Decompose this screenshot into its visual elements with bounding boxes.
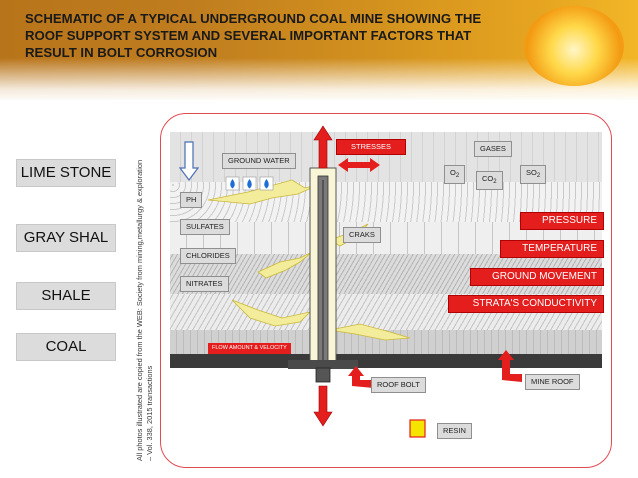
label-chlorides: CHLORIDES <box>180 248 236 264</box>
strata-label-shale: SHALE <box>16 282 116 310</box>
crack-bottom <box>329 323 411 341</box>
label-ground-movement: GROUND MOVEMENT <box>470 268 604 286</box>
label-gas-o2: O2 <box>444 165 466 184</box>
arrow-roof-bolt <box>348 366 374 388</box>
mine-roof-surface <box>170 354 602 368</box>
label-nitrates: NITRATES <box>180 276 229 292</box>
label-strata-conductivity: STRATA'S CONDUCTIVITY <box>448 295 604 313</box>
bearing-plate <box>288 360 358 369</box>
label-roof-bolt: ROOF BOLT <box>371 377 426 393</box>
crack-lower <box>231 299 312 327</box>
label-flow-amount-velocity: FLOW AMOUNT & VELOCITY <box>208 343 291 354</box>
bolt-head <box>315 367 331 383</box>
label-pressure: PRESSURE <box>520 212 604 230</box>
label-gas-so2: SO2 <box>520 165 547 184</box>
water-drops <box>225 176 274 191</box>
crack-middle <box>257 251 313 279</box>
resin-swatch <box>409 419 426 438</box>
strata-label-coal: COAL <box>16 333 116 361</box>
label-craks: CRAKS <box>343 227 381 243</box>
arrow-stress-up <box>313 125 333 169</box>
strata-label-lime-stone: LIME STONE <box>16 159 116 187</box>
label-mine-roof: MINE ROOF <box>525 374 580 390</box>
label-sulfates: SULFATES <box>180 219 230 235</box>
label-resin: RESIN <box>437 423 472 439</box>
label-gas-co2: CO2 <box>476 171 503 190</box>
sun-hands-graphic <box>524 6 624 86</box>
label-stresses: STRESSES <box>336 139 407 155</box>
label-ph: PH <box>180 192 203 208</box>
arrow-ground-water <box>178 141 200 181</box>
strata-label-gray-shale: GRAY SHAL <box>16 224 116 252</box>
arrow-stress-horizontal <box>338 158 380 172</box>
label-gases: GASES <box>474 141 512 157</box>
page-title: SCHEMATIC OF A TYPICAL UNDERGROUND COAL … <box>25 11 482 60</box>
arrow-stress-down <box>313 385 333 427</box>
arrow-mine-roof <box>498 350 522 382</box>
label-ground-water: GROUND WATER <box>222 153 296 169</box>
label-temperature: TEMPERATURE <box>500 240 604 258</box>
